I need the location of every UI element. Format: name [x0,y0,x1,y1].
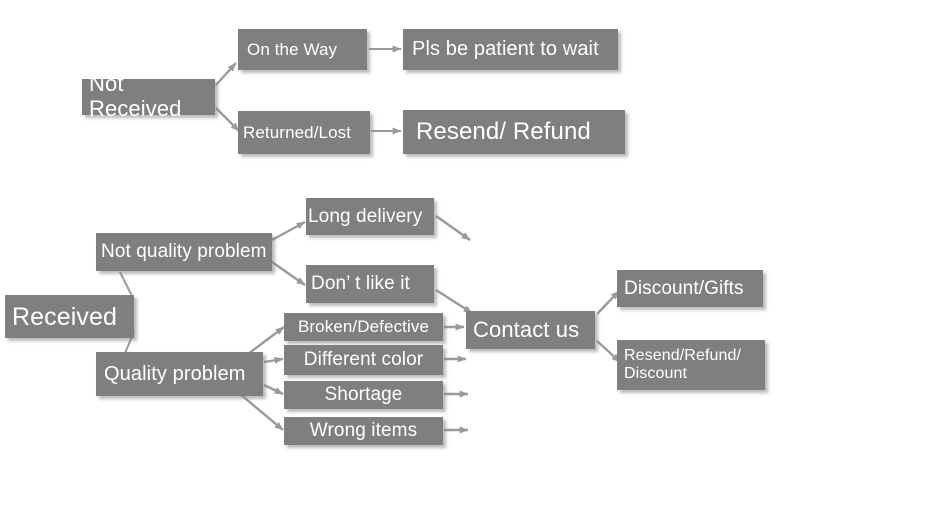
node-label: Contact us [473,316,580,342]
edge-quality-wrong-items [239,393,284,431]
node-resend-refund[interactable]: Resend/ Refund [403,110,625,154]
edge-not-received-on-the-way [215,62,237,86]
node-label: Long delivery [308,205,423,227]
node-label: Pls be patient to wait [412,38,599,61]
edge-long-delivery-contact-us [435,215,471,241]
node-label: Not Received [89,71,182,121]
edge-not-quality-dont-like-it [271,261,306,286]
node-discount-gifts[interactable]: Discount/Gifts [617,270,763,307]
node-label: Different color [303,349,424,371]
node-dont-like-it[interactable]: Don’ t like it [306,265,434,303]
node-label: Don’ t like it [311,273,410,295]
node-label: Shortage [324,384,403,406]
node-label: Not quality problem [101,241,267,263]
node-resend-refund-discount[interactable]: Resend/Refund/ Discount [617,340,765,390]
node-wrong-items[interactable]: Wrong items [284,417,443,445]
node-label: Discount/Gifts [624,277,744,299]
node-label: Wrong items [309,420,418,442]
node-label: Returned/Lost [243,122,352,142]
node-label: On the Way [247,39,338,59]
node-on-the-way[interactable]: On the Way [238,29,367,70]
node-label-line-1: Resend/Refund/ [624,347,742,365]
node-returned-lost[interactable]: Returned/Lost [238,111,370,154]
node-pls-be-patient-to-wait[interactable]: Pls be patient to wait [403,29,618,70]
node-long-delivery[interactable]: Long delivery [306,198,434,235]
edge-dont-like-it-contact-us [435,288,473,315]
node-quality-problem[interactable]: Quality problem [96,352,263,396]
node-label: Received [12,302,118,331]
node-shortage[interactable]: Shortage [284,381,443,409]
edge-contact-us-discount-gifts [596,290,620,315]
node-not-received[interactable]: Not Received [82,71,215,121]
node-broken-defective[interactable]: Broken/Defective [284,313,443,341]
node-label: Broken/Defective [297,317,430,337]
node-received[interactable]: Received [5,295,134,338]
node-different-color[interactable]: Different color [284,345,443,375]
node-label: Resend/ Refund [416,117,591,145]
node-label-line-2: Discount [624,365,688,382]
edge-not-received-returned-lost [215,107,240,132]
node-not-quality-problem[interactable]: Not quality problem [96,233,272,271]
edge-not-quality-long-delivery [271,220,306,242]
edge-quality-shortage [263,383,284,396]
edge-quality-different-color [263,356,284,364]
node-contact-us[interactable]: Contact us [466,311,595,349]
node-label: Quality problem [104,362,246,385]
